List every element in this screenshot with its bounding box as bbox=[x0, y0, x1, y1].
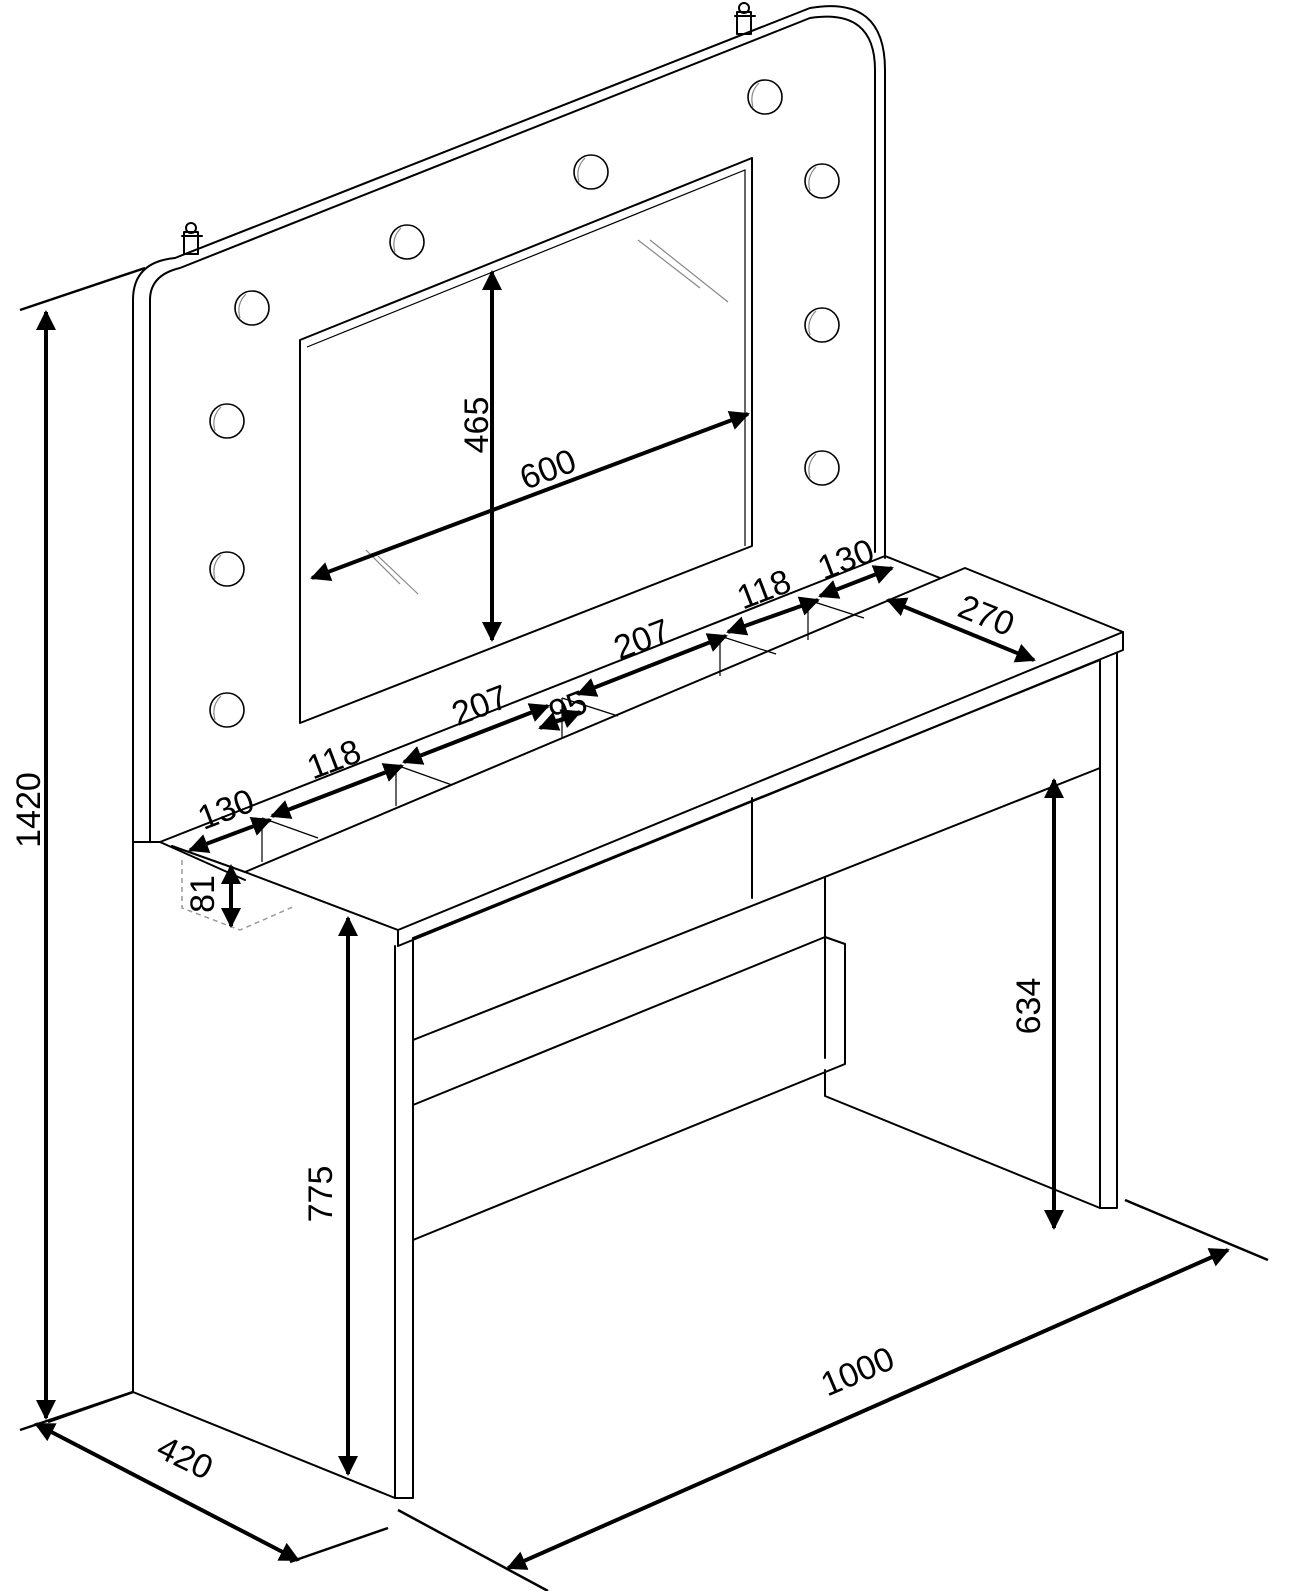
label-comp-left-inner: 118 bbox=[302, 732, 366, 787]
table-tray bbox=[132, 555, 941, 881]
label-comp-right-inner: 118 bbox=[732, 562, 796, 617]
label-compartment-depth: 81 bbox=[184, 875, 222, 913]
wall-bracket-left-icon bbox=[181, 222, 203, 255]
label-shelf-depth: 270 bbox=[953, 588, 1020, 644]
label-mirror-height: 465 bbox=[458, 397, 496, 454]
bulb-icon bbox=[209, 403, 245, 439]
mirror-glass bbox=[299, 157, 753, 724]
table-body bbox=[132, 567, 1124, 1499]
mirror-panel bbox=[132, 5, 886, 843]
bulb-icon bbox=[747, 79, 783, 115]
bulb-icon bbox=[804, 163, 840, 199]
label-table-height: 775 bbox=[302, 1166, 340, 1223]
label-mirror-width: 600 bbox=[515, 442, 582, 498]
bulb-icon bbox=[804, 450, 840, 486]
dimension-labels: 1420 465 600 775 634 420 1000 270 81 130… bbox=[10, 397, 1048, 1488]
label-depth: 420 bbox=[151, 1429, 219, 1488]
bulb-icon bbox=[804, 307, 840, 343]
label-total-height: 1420 bbox=[10, 772, 48, 848]
label-comp-right-outer: 130 bbox=[813, 532, 880, 588]
wall-bracket-right-icon bbox=[734, 2, 756, 35]
bulb-icon bbox=[209, 551, 245, 587]
label-drawer-clearance: 634 bbox=[1010, 978, 1048, 1035]
light-bulbs bbox=[209, 79, 840, 728]
bulb-icon bbox=[573, 154, 609, 190]
bulb-icon bbox=[234, 290, 270, 326]
bulb-icon bbox=[389, 224, 425, 260]
bulb-icon bbox=[209, 692, 245, 728]
label-width: 1000 bbox=[815, 1340, 899, 1405]
dimension-lines bbox=[19, 266, 1269, 1591]
